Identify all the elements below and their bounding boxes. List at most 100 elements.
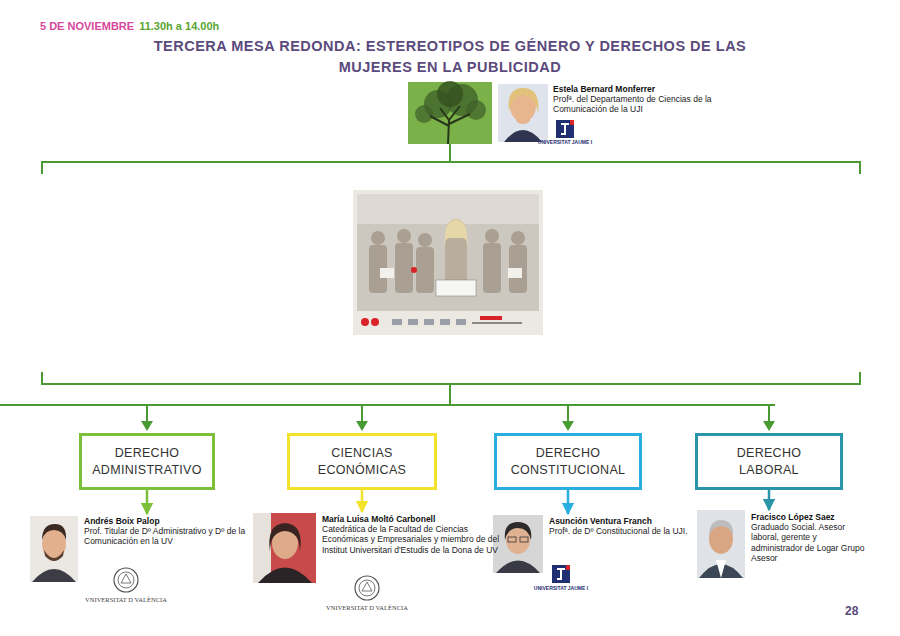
- speaker-role: Profª. de Dº Constitucional de la UJI.: [549, 526, 691, 536]
- advert-picture: [357, 194, 539, 224]
- portrait-photo: [32, 569, 76, 582]
- portrait-photo: [258, 568, 312, 584]
- portrait-photo: [509, 88, 539, 114]
- advert-picture: [418, 233, 432, 247]
- portrait-photo: [253, 513, 316, 583]
- portrait-photo: [716, 560, 726, 578]
- advert-picture: [440, 319, 450, 325]
- bracket-line: [449, 144, 451, 162]
- tree-picture: [408, 81, 492, 144]
- arrow-head: [141, 421, 775, 431]
- topic-title: DERECHO LABORAL: [718, 445, 820, 478]
- tree-picture: [430, 106, 470, 144]
- advert-picture: [508, 268, 522, 278]
- university-seal: [114, 568, 138, 592]
- speaker-role: Prof. Titular de Dº Administrativo y Dº …: [84, 526, 256, 546]
- tree-picture: [437, 81, 463, 107]
- advert-picture: [371, 231, 385, 245]
- university-logo: [552, 565, 570, 583]
- topic-box: DERECHO ADMINISTRATIVO: [79, 433, 215, 490]
- speaker-card: Estela Bernard MonferrerProfª. del Depar…: [553, 84, 713, 115]
- advert-picture: [509, 245, 527, 293]
- tree-picture: [415, 105, 433, 123]
- speaker-card: Asunción Ventura FranchProfª. de Dº Cons…: [549, 516, 691, 536]
- portrait-photo: [697, 510, 745, 578]
- university-logo: [561, 124, 569, 134]
- speaker-name: María Luisa Moltó Carbonell: [322, 514, 500, 524]
- logo-text: UNIVERSITAT JAUME I: [534, 585, 588, 591]
- portrait-photo: [498, 84, 548, 142]
- portrait-photo: [516, 116, 530, 124]
- logo-text: VNIVERSITAT D VALÈNCIA: [326, 604, 408, 611]
- date-label: 5 DE NOVIEMBRE: [40, 20, 134, 32]
- logo-text: UNIVERSITAT JAUME I: [538, 139, 592, 145]
- university-logo: [566, 565, 570, 570]
- portrait-photo: [508, 537, 516, 542]
- page-title: TERCERA MESA REDONDA: ESTEREOTIPOS DE GÉ…: [140, 36, 760, 78]
- branch-line: [146, 405, 148, 423]
- tree-picture: [466, 100, 486, 120]
- university-seal: [355, 576, 379, 600]
- arrow-head: [562, 421, 574, 431]
- portrait-photo: [709, 520, 733, 536]
- advert-picture: [392, 319, 402, 325]
- university-logo: [556, 120, 574, 138]
- advert-picture: [408, 319, 418, 325]
- university-logo: [570, 120, 574, 125]
- portrait-photo: [498, 84, 548, 142]
- portrait-photo: [493, 515, 543, 573]
- advert-picture: [472, 322, 522, 324]
- topic-box: DERECHO LABORAL: [695, 433, 843, 490]
- topic-box: CIENCIAS ECONÓMICAS: [287, 433, 437, 490]
- portrait-photo: [493, 515, 543, 573]
- speaker-name: Andrés Boix Palop: [84, 516, 256, 526]
- branch-line: [361, 405, 363, 423]
- logo-text: VNIVERSITAT D VALÈNCIA: [85, 596, 167, 603]
- tree-picture: [408, 82, 492, 144]
- advert-picture: [380, 268, 394, 278]
- portrait-photo: [30, 516, 78, 582]
- speaker-role: Graduado Social. Asesor laboral, gerente…: [751, 522, 867, 563]
- speaker-name: Estela Bernard Monferrer: [553, 84, 713, 94]
- advert-picture: [353, 190, 543, 335]
- arrow-head: [141, 421, 153, 431]
- arrow-head: [763, 421, 775, 431]
- university-logo: [557, 569, 565, 579]
- topic-title: DERECHO CONSTITUCIONAL: [503, 445, 633, 478]
- branch-line: [42, 372, 860, 384]
- connector-arrow: [768, 490, 771, 510]
- university-seal: [114, 568, 138, 592]
- advert-picture: [371, 318, 379, 326]
- connector-arrow: [567, 490, 570, 514]
- university-seal: [362, 582, 372, 591]
- branch-line: [0, 372, 860, 423]
- branch-line: [768, 405, 770, 423]
- advert-picture: [416, 247, 434, 293]
- advert-picture: [480, 316, 502, 320]
- university-logo: [556, 120, 574, 138]
- university-logo: [552, 565, 570, 583]
- topic-title: DERECHO ADMINISTRATIVO: [87, 445, 207, 478]
- advert-picture: [511, 231, 525, 245]
- portrait-photo: [496, 561, 540, 574]
- topic-title: CIENCIAS ECONÓMICAS: [298, 445, 426, 478]
- bracket-line: [42, 144, 860, 174]
- portrait-photo: [253, 513, 316, 583]
- portrait-photo: [30, 516, 78, 582]
- advert-picture: [411, 267, 417, 273]
- branch-line: [567, 405, 569, 423]
- university-seal: [118, 572, 134, 588]
- tree-picture: [408, 82, 492, 144]
- portrait-photo: [44, 550, 64, 561]
- advert-picture: [397, 229, 411, 243]
- university-seal: [355, 576, 379, 600]
- connector-arrow: [146, 490, 149, 514]
- advert-picture: [485, 229, 499, 243]
- topic-box: DERECHO CONSTITUCIONAL: [494, 433, 642, 490]
- speaker-role: Catedrática de la Facultad de Ciencias E…: [322, 524, 500, 555]
- page-number: 28: [845, 604, 858, 618]
- advert-picture: [483, 243, 501, 293]
- speaker-card: María Luisa Moltó CarbonellCatedrática d…: [322, 514, 500, 555]
